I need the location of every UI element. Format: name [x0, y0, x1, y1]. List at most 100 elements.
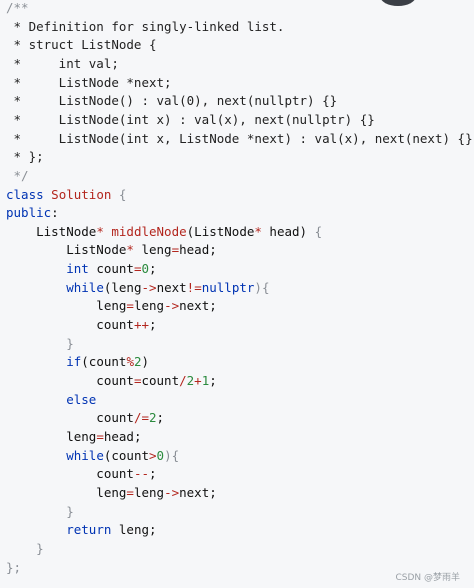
code-line: * ListNode *next;: [6, 74, 172, 93]
code-token: * };: [6, 149, 44, 165]
code-token: count: [6, 410, 134, 426]
code-line: while(leng->next!=nullptr){: [6, 279, 269, 298]
code-token: [6, 522, 66, 537]
code-token: 2: [186, 373, 195, 388]
code-token: {: [314, 223, 323, 239]
code-line: count=count/2+1;: [6, 372, 217, 391]
code-token: * ListNode *next;: [6, 74, 172, 90]
code-line: /**: [6, 0, 29, 18]
code-token: leng: [6, 484, 127, 500]
code-token: ListNode: [6, 242, 127, 258]
code-token: 0: [141, 261, 150, 277]
code-token: {: [111, 186, 127, 202]
code-token: Solution: [51, 186, 112, 202]
code-token: +: [194, 373, 202, 388]
code-token: while: [66, 279, 104, 295]
code-token: *: [126, 242, 134, 258]
code-token: * ListNode(int x, ListNode *next) : val(…: [6, 130, 473, 146]
code-token: [6, 392, 66, 407]
code-token: 0: [156, 447, 165, 463]
code-token: while: [66, 447, 104, 463]
code-token: public: [6, 205, 52, 221]
code-token: * ListNode(int x) : val(x), next(nullptr…: [6, 111, 375, 127]
code-token: =: [133, 261, 142, 277]
code-token: ;: [149, 317, 157, 333]
code-token: leng: [133, 298, 165, 314]
code-token: *: [254, 223, 262, 239]
code-token: ;: [149, 466, 157, 482]
code-token: else: [66, 391, 97, 407]
code-line: ListNode* middleNode(ListNode* head) {: [6, 223, 322, 242]
code-token: leng: [6, 428, 97, 444]
code-token: head): [261, 223, 315, 239]
code-token: nullptr: [201, 279, 255, 295]
code-token: !=: [186, 279, 202, 295]
code-token: =: [96, 428, 104, 444]
code-line: class Solution {: [6, 186, 126, 205]
code-token: count: [141, 373, 180, 388]
code-token: }: [6, 503, 74, 519]
code-line: * ListNode() : val(0), next(nullptr) {}: [6, 92, 338, 111]
code-token: [6, 280, 66, 295]
code-line: count++;: [6, 316, 157, 335]
code-line: * Definition for singly-linked list.: [6, 18, 285, 37]
code-token: ;: [149, 261, 157, 277]
code-token: =: [126, 484, 134, 500]
code-token: head;: [179, 242, 217, 258]
code-line: count/=2;: [6, 409, 164, 428]
code-token: %: [126, 354, 134, 370]
code-line: leng=leng->next;: [6, 297, 216, 316]
code-token: leng: [6, 298, 127, 314]
code-token: /: [179, 373, 187, 388]
code-token: leng: [133, 484, 165, 500]
code-token: 1: [201, 373, 210, 388]
code-line: };: [6, 559, 21, 578]
code-token: 2: [133, 354, 142, 370]
code-line: * struct ListNode {: [6, 36, 157, 55]
code-line: */: [6, 167, 29, 186]
code-token: count: [6, 466, 134, 482]
code-token: /**: [6, 0, 29, 15]
code-token: (count: [81, 354, 127, 370]
code-token: =: [133, 373, 142, 388]
code-token: */: [6, 167, 29, 183]
code-line: * ListNode(int x, ListNode *next) : val(…: [6, 130, 473, 149]
code-line: * };: [6, 148, 44, 167]
code-token: next;: [179, 484, 217, 500]
code-token: head;: [103, 428, 142, 444]
code-token: =: [126, 298, 134, 314]
code-token: count: [6, 317, 134, 333]
code-token: ;: [209, 373, 217, 388]
code-token: middleNode: [111, 223, 187, 239]
code-line: while(count>0){: [6, 447, 179, 466]
code-token: (count: [103, 447, 150, 463]
code-line: }: [6, 503, 74, 522]
code-line: * int val;: [6, 55, 119, 74]
code-token: count: [88, 261, 134, 277]
code-token: next: [156, 279, 187, 295]
code-token: }: [6, 335, 74, 351]
code-token: leng: [133, 242, 172, 258]
code-line: leng=leng->next;: [6, 484, 217, 503]
code-line: return leng;: [6, 521, 156, 540]
code-token: 2: [149, 410, 157, 426]
code-token: ){: [254, 279, 270, 295]
code-token: (leng: [103, 279, 142, 295]
code-token: [6, 448, 66, 463]
code-line: }: [6, 335, 74, 354]
code-line: if(count%2): [6, 353, 149, 372]
code-token: >: [149, 447, 157, 463]
code-line: ListNode* leng=head;: [6, 241, 217, 260]
code-line: * ListNode(int x) : val(x), next(nullptr…: [6, 111, 375, 130]
code-token: }: [6, 540, 44, 556]
code-token: ->: [141, 279, 157, 295]
code-token: [6, 354, 66, 369]
code-token: if: [66, 354, 82, 370]
code-token: int: [66, 261, 89, 277]
code-token: * struct ListNode {: [6, 37, 157, 53]
code-token: * int val;: [6, 55, 119, 71]
code-token: class: [6, 186, 44, 202]
code-token: ->: [164, 298, 180, 314]
avatar-badge: [380, 0, 416, 6]
